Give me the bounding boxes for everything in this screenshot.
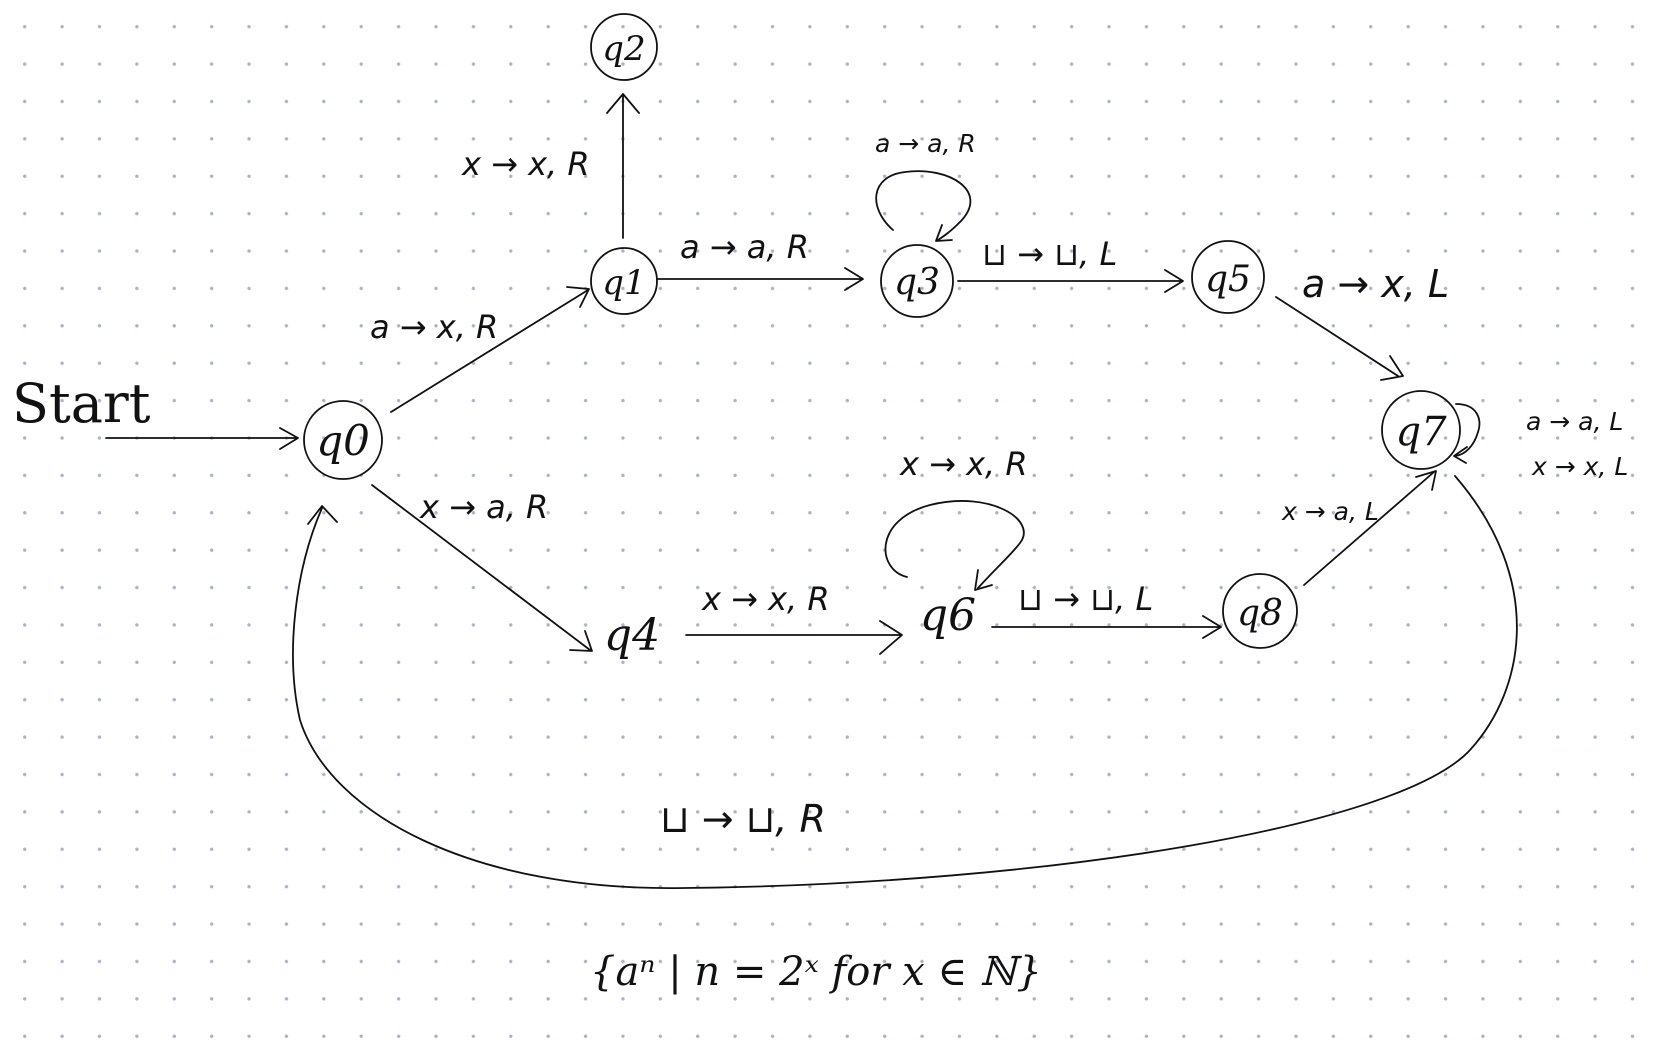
label-q1-q2: x → x, R bbox=[461, 145, 590, 183]
state-q2-circle bbox=[590, 13, 658, 81]
label-q7-q0: ⊔ → ⊔, R bbox=[660, 797, 826, 841]
label-q1-q3: a → a, R bbox=[680, 228, 809, 266]
label-q3-loop: a → a, R bbox=[875, 129, 976, 158]
start-arrow bbox=[105, 427, 299, 450]
state-q4: q4 bbox=[604, 610, 660, 661]
edge-q6-q8 bbox=[991, 615, 1222, 639]
state-q2: q2 bbox=[590, 13, 658, 81]
label-q4-q6: x → x, R bbox=[701, 580, 830, 618]
edge-q7-loop bbox=[1453, 403, 1481, 464]
edge-q3-loop bbox=[875, 170, 972, 242]
state-q5: q5 bbox=[1191, 240, 1265, 314]
state-q8-label: q8 bbox=[1237, 593, 1283, 634]
edge-q6-loop bbox=[884, 500, 1025, 591]
state-q3: q3 bbox=[880, 244, 954, 318]
state-q4-label: q4 bbox=[604, 610, 660, 661]
edge-q1-q3 bbox=[657, 267, 864, 291]
state-q7-label: q7 bbox=[1395, 409, 1447, 455]
language-definition: {aⁿ | n = 2ˣ for x ∈ ℕ} bbox=[590, 949, 1042, 995]
state-q8: q8 bbox=[1222, 573, 1298, 649]
label-q5-q7: a → x, L bbox=[1302, 262, 1449, 306]
edge-q0-q1 bbox=[390, 286, 590, 413]
state-q0: q0 bbox=[303, 400, 383, 480]
label-q7-loop-1: a → a, L bbox=[1526, 407, 1623, 436]
state-q5-circle bbox=[1191, 240, 1265, 314]
label-q0-q4: x → a, R bbox=[419, 488, 548, 526]
edge-q8-q7 bbox=[1303, 470, 1437, 586]
edge-q7-q0 bbox=[292, 475, 1518, 889]
state-q1-circle bbox=[590, 247, 658, 315]
state-q6: q6 bbox=[920, 590, 976, 641]
state-q0-label: q0 bbox=[316, 416, 370, 465]
label-q8-q7: x → a, L bbox=[1281, 497, 1379, 526]
state-q7-circle bbox=[1381, 390, 1461, 470]
state-q8-circle bbox=[1222, 573, 1298, 649]
state-q2-label: q2 bbox=[602, 29, 645, 69]
state-q6-label: q6 bbox=[920, 590, 976, 641]
label-q7-loop-2: x → x, L bbox=[1531, 452, 1628, 481]
edge-q5-q7 bbox=[1275, 296, 1404, 381]
state-q7: q7 bbox=[1381, 390, 1461, 470]
label-q0-q1: a → x, R bbox=[370, 308, 498, 346]
start-label: Start bbox=[12, 372, 151, 435]
state-q3-circle bbox=[880, 244, 954, 318]
label-q3-q5: ⊔ → ⊔, L bbox=[982, 235, 1117, 273]
state-q1: q1 bbox=[590, 247, 658, 315]
label-q6-loop: x → x, R bbox=[899, 445, 1028, 483]
edge-q1-q2 bbox=[606, 93, 640, 239]
state-q3-label: q3 bbox=[894, 262, 940, 303]
edge-q4-q6 bbox=[685, 620, 903, 655]
state-q1-label: q1 bbox=[602, 263, 645, 303]
label-q6-q8: ⊔ → ⊔, L bbox=[1018, 580, 1153, 618]
state-q0-circle bbox=[303, 400, 383, 480]
edge-q3-q5 bbox=[957, 269, 1184, 293]
edge-q0-q4 bbox=[371, 484, 593, 652]
state-q5-label: q5 bbox=[1205, 259, 1251, 300]
